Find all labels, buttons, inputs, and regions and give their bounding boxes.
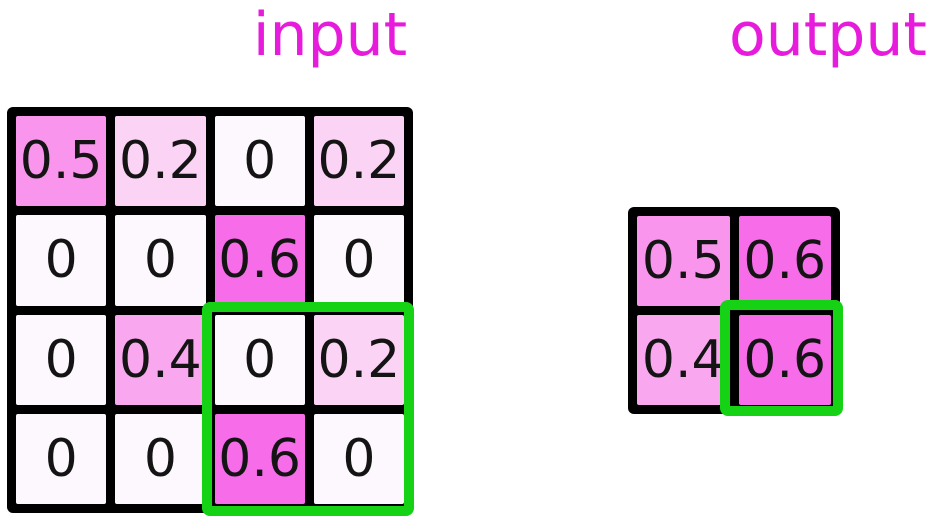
- input-cell-r2c1: 0: [16, 215, 107, 306]
- input-cell-r4c1: 0: [16, 413, 107, 504]
- output-grid-title: output: [729, 0, 927, 70]
- input-cell-r2c2: 0: [115, 215, 206, 306]
- input-cell-r3c1: 0: [16, 314, 107, 405]
- input-cell-r4c3: 0.6: [214, 413, 305, 504]
- output-cell-r2c1: 0.4: [637, 315, 730, 405]
- input-cell-r1c3: 0: [214, 116, 305, 207]
- output-cell-r2c2: 0.6: [738, 315, 831, 405]
- input-grid-title: input: [252, 0, 408, 70]
- input-cell-r1c1: 0.5: [16, 116, 107, 207]
- input-cell-r3c2: 0.4: [115, 314, 206, 405]
- output-cell-r1c1: 0.5: [637, 216, 730, 306]
- input-cell-r2c4: 0: [313, 215, 404, 306]
- input-cell-r4c4: 0: [313, 413, 404, 504]
- input-cell-r4c2: 0: [115, 413, 206, 504]
- input-cell-r3c4: 0.2: [313, 314, 404, 405]
- input-cell-r3c3: 0: [214, 314, 305, 405]
- input-cell-r1c4: 0.2: [313, 116, 404, 207]
- output-cell-r1c2: 0.6: [738, 216, 831, 306]
- input-cell-r1c2: 0.2: [115, 116, 206, 207]
- input-cell-r2c3: 0.6: [214, 215, 305, 306]
